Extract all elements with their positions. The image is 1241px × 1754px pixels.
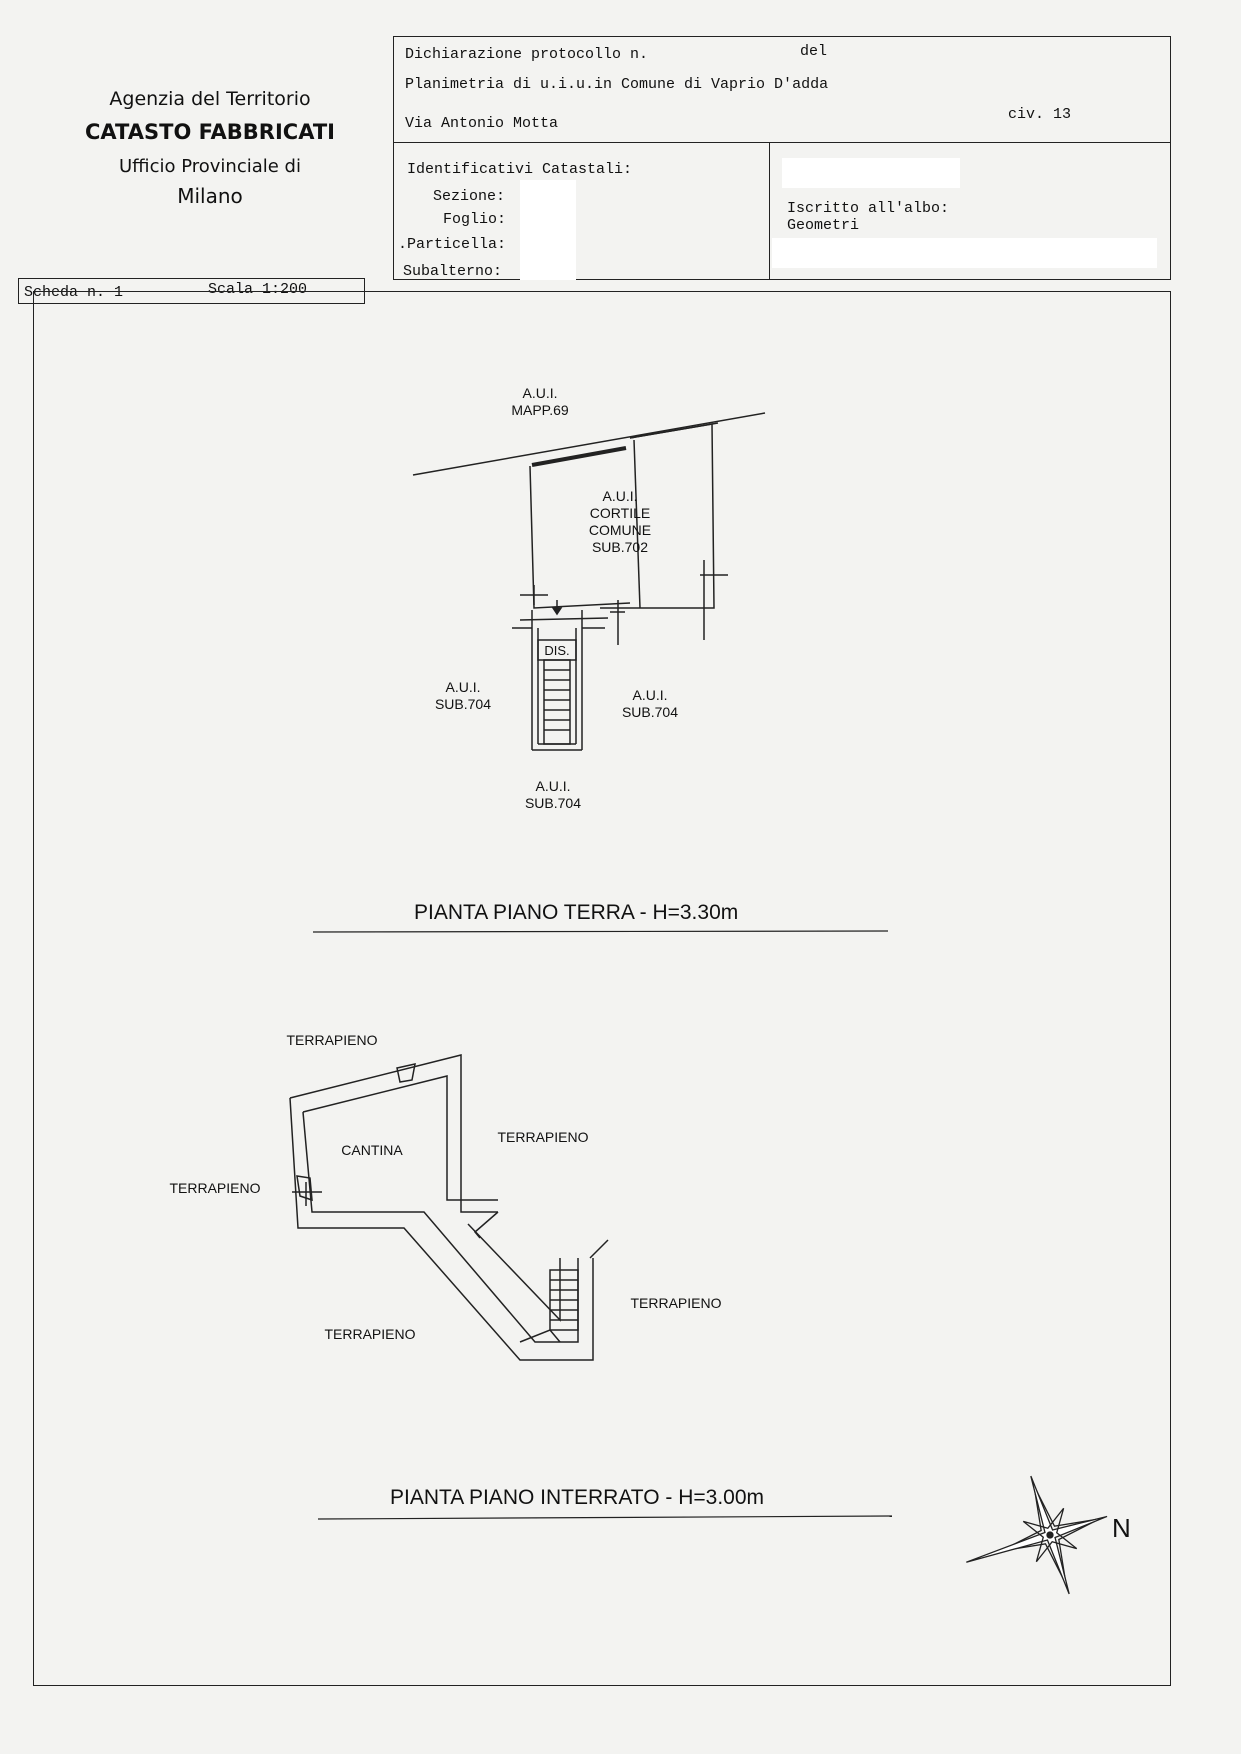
basement-title-underline bbox=[317, 1515, 893, 1520]
protocol-label: Dichiarazione protocollo n. bbox=[405, 46, 649, 63]
label-sub704-right-line2: SUB.704 bbox=[621, 704, 679, 720]
protocol-date-label: del bbox=[800, 43, 828, 60]
basement-plan bbox=[289, 1054, 609, 1361]
label-cortile-line3: COMUNE bbox=[588, 522, 652, 538]
label-sub704-left: A.U.I. SUB.704 bbox=[423, 679, 503, 713]
redacted-registration bbox=[772, 238, 1157, 268]
ground-floor-title-underline bbox=[312, 930, 889, 933]
north-label: N bbox=[1112, 1513, 1131, 1543]
label-cortile-line4: SUB.702 bbox=[591, 539, 649, 555]
north-arrow-icon bbox=[966, 1475, 1108, 1595]
label-cortile-line1: A.U.I. bbox=[602, 488, 638, 504]
label-sub704-bottom: A.U.I. SUB.704 bbox=[513, 778, 593, 812]
label-mapp-69-line2: MAPP.69 bbox=[511, 402, 569, 418]
label-terrapieno-right-bottom: TERRAPIENO bbox=[630, 1295, 722, 1311]
identificativi-heading: Identificativi Catastali: bbox=[407, 161, 633, 178]
street-address: Via Antonio Motta bbox=[405, 115, 559, 132]
label-mapp-69: A.U.I. MAPP.69 bbox=[500, 385, 580, 419]
office-city: Milano bbox=[177, 184, 243, 208]
albo-label: Iscritto all'albo: bbox=[787, 200, 950, 217]
label-sub704-bottom-line1: A.U.I. bbox=[535, 778, 571, 794]
header-divider bbox=[393, 142, 1171, 143]
civic-number: civ. 13 bbox=[1008, 106, 1072, 123]
scale-label: Scala 1:200 bbox=[208, 281, 308, 298]
redacted-author bbox=[782, 158, 960, 188]
label-sub704-bottom-line2: SUB.704 bbox=[524, 795, 582, 811]
label-mapp-69-line1: A.U.I. bbox=[522, 385, 558, 401]
subalterno-label: Subalterno: bbox=[403, 263, 503, 280]
foglio-label: Foglio: bbox=[443, 211, 507, 228]
label-cortile-comune: A.U.I. CORTILE COMUNE SUB.702 bbox=[580, 488, 660, 556]
label-terrapieno-top: TERRAPIENO bbox=[286, 1032, 378, 1048]
label-terrapieno-right-top: TERRAPIENO bbox=[497, 1129, 589, 1145]
catasto-title: CATASTO FABBRICATI bbox=[85, 120, 335, 144]
header-column-divider bbox=[769, 142, 770, 280]
office-name: Ufficio Provinciale di bbox=[119, 156, 301, 177]
label-sub704-right: A.U.I. SUB.704 bbox=[610, 687, 690, 721]
label-sub704-left-line2: SUB.704 bbox=[434, 696, 492, 712]
planimetria-label: Planimetria di u.i.u.in Comune di Vaprio… bbox=[405, 76, 829, 93]
drawing-frame bbox=[33, 291, 1171, 1686]
label-terrapieno-bottom-left: TERRAPIENO bbox=[324, 1326, 416, 1342]
particella-label: .Particella: bbox=[398, 236, 507, 253]
sezione-label: Sezione: bbox=[433, 188, 506, 205]
label-sub704-right-line1: A.U.I. bbox=[632, 687, 668, 703]
albo-value: Geometri bbox=[787, 217, 860, 234]
label-sub704-left-line1: A.U.I. bbox=[445, 679, 481, 695]
agency-name: Agenzia del Territorio bbox=[109, 88, 311, 110]
label-cortile-line2: CORTILE bbox=[589, 505, 651, 521]
header-box bbox=[393, 36, 1171, 280]
label-cantina: CANTINA bbox=[341, 1142, 403, 1158]
ground-floor-plan bbox=[412, 412, 766, 751]
redacted-identifiers bbox=[520, 180, 576, 280]
label-terrapieno-left: TERRAPIENO bbox=[169, 1180, 261, 1196]
basement-title: PIANTA PIANO INTERRATO - H=3.00m bbox=[390, 1486, 765, 1509]
scheda-number: Scheda n. 1 bbox=[24, 284, 124, 301]
ground-floor-title: PIANTA PIANO TERRA - H=3.30m bbox=[414, 901, 739, 924]
label-dis: DIS. bbox=[544, 643, 570, 658]
